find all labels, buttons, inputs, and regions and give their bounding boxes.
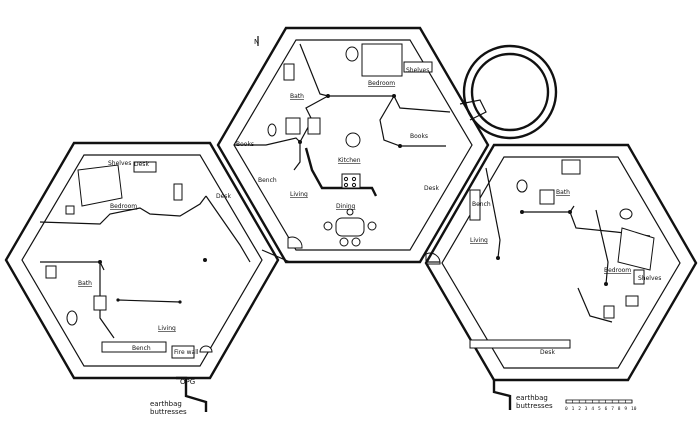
right-desk <box>469 339 571 349</box>
left-desk-side-label: Desk <box>216 193 231 200</box>
right-bedroom-chair <box>619 208 633 220</box>
scale-tick-label: 7 <box>611 406 614 412</box>
left-nightstand <box>65 205 75 215</box>
left-living-label: Living <box>158 325 176 332</box>
right-bath-toilet <box>516 179 528 193</box>
center-bath-toilet <box>267 123 277 137</box>
right-shelves <box>633 269 645 285</box>
scale-tick-label: 6 <box>605 406 608 412</box>
right-bed <box>617 227 655 271</box>
buttress-note-right-line1: earthbag <box>516 394 548 402</box>
center-books-shelf <box>307 117 321 135</box>
left-bedroom-label: Bedroom <box>110 203 137 210</box>
signature: OPG <box>180 378 195 386</box>
center-bath-label: Bath <box>290 93 304 100</box>
right-nightstand <box>603 305 615 319</box>
room-labels: Bedroom Shelves Desk Desk Bath Living Be… <box>78 67 661 356</box>
scale-tick-label: 0 <box>565 406 568 412</box>
center-living-label: Living <box>290 191 308 198</box>
center-door-left <box>287 236 303 249</box>
center-bedroom-chair <box>345 46 359 62</box>
right-bath-sink <box>561 159 581 175</box>
right-shelves-label: Shelves <box>638 275 661 282</box>
left-bath-label: Bath <box>78 280 92 287</box>
left-bedroom-bed <box>77 164 123 207</box>
kitchen-island <box>345 132 361 148</box>
scale-tick-label: 8 <box>618 406 621 412</box>
scale-tick-label: 2 <box>578 406 581 412</box>
scale-tick-label: 1 <box>572 406 575 412</box>
center-bedroom-label: Bedroom <box>368 80 395 87</box>
buttress-note-right-line2: buttresses <box>516 402 553 410</box>
center-shelves-label: Shelves <box>406 67 429 74</box>
right-living-label: Living <box>470 237 488 244</box>
center-books-right-label: Books <box>410 133 428 140</box>
left-firewall <box>171 345 195 359</box>
scale-tick-label: 5 <box>598 406 601 412</box>
right-bath-label: Bath <box>556 189 570 196</box>
round-hut <box>459 44 558 140</box>
center-bench-label: Bench <box>258 177 277 184</box>
annotations: N earthbag buttresses earthbag buttresse… <box>150 38 553 416</box>
buttress-note-left-line2: buttresses <box>150 408 187 416</box>
left-bath-shower <box>93 295 107 311</box>
left-stove <box>199 345 213 353</box>
center-desk-label: Desk <box>424 185 439 192</box>
left-hexagon <box>4 141 280 412</box>
center-books-label: Books <box>236 141 254 148</box>
left-desk-side <box>173 183 183 201</box>
center-bath-cabinet <box>283 63 295 81</box>
scale-tick-label: 9 <box>624 406 627 412</box>
right-bench <box>469 189 481 221</box>
right-bedroom-label: Bedroom <box>604 267 631 274</box>
center-shelves <box>403 61 433 73</box>
kitchen-label: Kitchen <box>338 157 361 164</box>
scale-tick-label: 3 <box>585 406 588 412</box>
left-shelves-label: Shelves <box>108 160 131 167</box>
center-hexagon <box>216 26 490 265</box>
scale-tick-label: 4 <box>591 406 594 412</box>
north-marker: N <box>254 38 259 46</box>
right-desk-label: Desk <box>540 349 555 356</box>
scale-tick-label: 10 <box>631 406 637 412</box>
right-bath-shower <box>539 189 555 205</box>
fireplace-label: Fire wall <box>174 349 199 356</box>
dining-table <box>335 217 365 237</box>
left-bench <box>101 341 167 353</box>
left-bath-toilet <box>66 310 78 326</box>
right-hexagon <box>424 143 698 410</box>
right-bench-label: Bench <box>472 201 491 208</box>
left-bench-label: Bench <box>132 345 151 352</box>
buttress-note-left-line1: earthbag <box>150 400 182 408</box>
left-desk-top <box>133 161 157 173</box>
connectors <box>261 249 440 263</box>
left-desk-top-label: Desk <box>134 161 149 168</box>
right-desk-chair <box>625 295 639 307</box>
dining-label: Dining <box>336 203 356 210</box>
center-bath-shower <box>285 117 301 135</box>
left-bath-sink <box>45 265 57 279</box>
center-bed <box>361 43 403 77</box>
